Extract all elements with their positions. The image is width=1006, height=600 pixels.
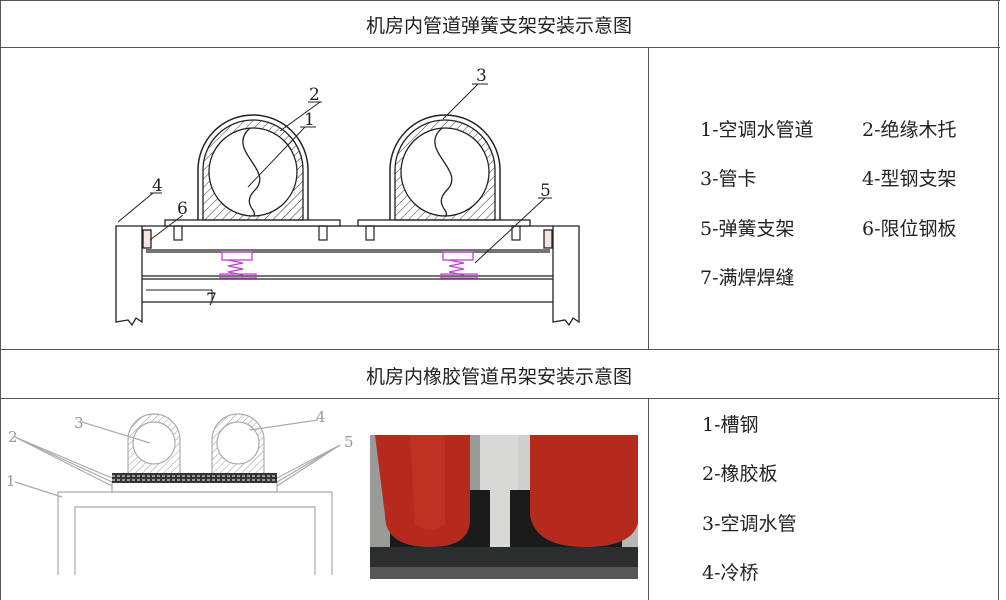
rubber-hanger-diagram: 1 2 3 4 5 xyxy=(6,408,354,575)
legend-item: 3-管卡 xyxy=(700,168,757,190)
section-title-rubber-hanger: 机房内橡胶管道吊架安装示意图 xyxy=(365,366,632,388)
legend-item: 5-弹簧支架 xyxy=(700,218,795,240)
callout-3: 3 xyxy=(476,66,487,86)
callout-2: 2 xyxy=(309,85,320,105)
table-border-left xyxy=(0,0,1,600)
callout-4: 4 xyxy=(152,176,163,196)
spring-support-diagram: 1 2 3 4 5 6 7 xyxy=(115,66,580,327)
callout-1: 1 xyxy=(304,110,315,130)
section-title-spring-support: 机房内管道弹簧支架安装示意图 xyxy=(365,15,632,37)
legend-item: 2-橡胶板 xyxy=(702,463,778,485)
callout-3: 3 xyxy=(74,414,84,432)
callout-1: 1 xyxy=(6,472,16,490)
table-divider xyxy=(0,349,1000,350)
installation-photo xyxy=(370,435,638,579)
table-border-top xyxy=(0,0,1000,1)
legend-item: 1-槽钢 xyxy=(702,414,759,436)
legend-item: 2-绝缘木托 xyxy=(862,119,957,141)
legend-item: 1-空调水管道 xyxy=(700,119,814,141)
legend-item: 3-空调水管 xyxy=(702,513,797,535)
column-divider xyxy=(648,398,649,600)
callout-5: 5 xyxy=(344,433,354,451)
table-divider xyxy=(0,47,1000,48)
legend-item: 4-型钢支架 xyxy=(862,168,957,190)
callout-2: 2 xyxy=(8,428,18,446)
legend-item: 6-限位钢板 xyxy=(862,218,957,240)
column-divider xyxy=(648,47,649,349)
callout-7: 7 xyxy=(206,290,217,310)
callout-4: 4 xyxy=(316,408,326,426)
table-border-right xyxy=(998,0,999,600)
callout-5: 5 xyxy=(540,181,551,201)
legend-item: 4-冷桥 xyxy=(702,562,759,584)
table-divider xyxy=(0,398,1000,399)
legend-item: 7-满焊焊缝 xyxy=(700,267,795,289)
rubber-plate xyxy=(112,473,277,483)
callout-6: 6 xyxy=(177,199,188,219)
spring-mount-icon xyxy=(219,251,478,279)
